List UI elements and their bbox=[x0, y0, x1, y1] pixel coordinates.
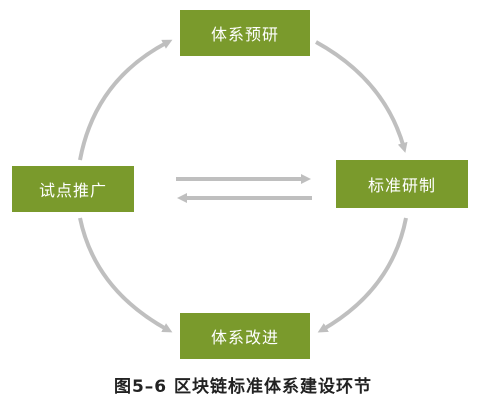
figure-caption: 图5–6 区块链标准体系建设环节 bbox=[113, 377, 373, 397]
node-system-research: 体系预研 bbox=[180, 10, 310, 56]
node-standard-development: 标准研制 bbox=[336, 160, 468, 208]
arrow-left-to-top bbox=[78, 39, 173, 161]
arrow-top-to-right bbox=[315, 40, 408, 153]
node-label: 体系预研 bbox=[210, 25, 279, 44]
node-label: 体系改进 bbox=[210, 328, 279, 347]
arrow-left-to-bottom bbox=[78, 217, 173, 333]
arrow-right-to-bottom bbox=[317, 217, 408, 333]
node-pilot-promotion: 试点推广 bbox=[12, 166, 134, 212]
node-system-improvement: 体系改进 bbox=[180, 313, 310, 359]
node-label: 标准研制 bbox=[367, 176, 436, 195]
node-label: 试点推广 bbox=[38, 181, 107, 200]
